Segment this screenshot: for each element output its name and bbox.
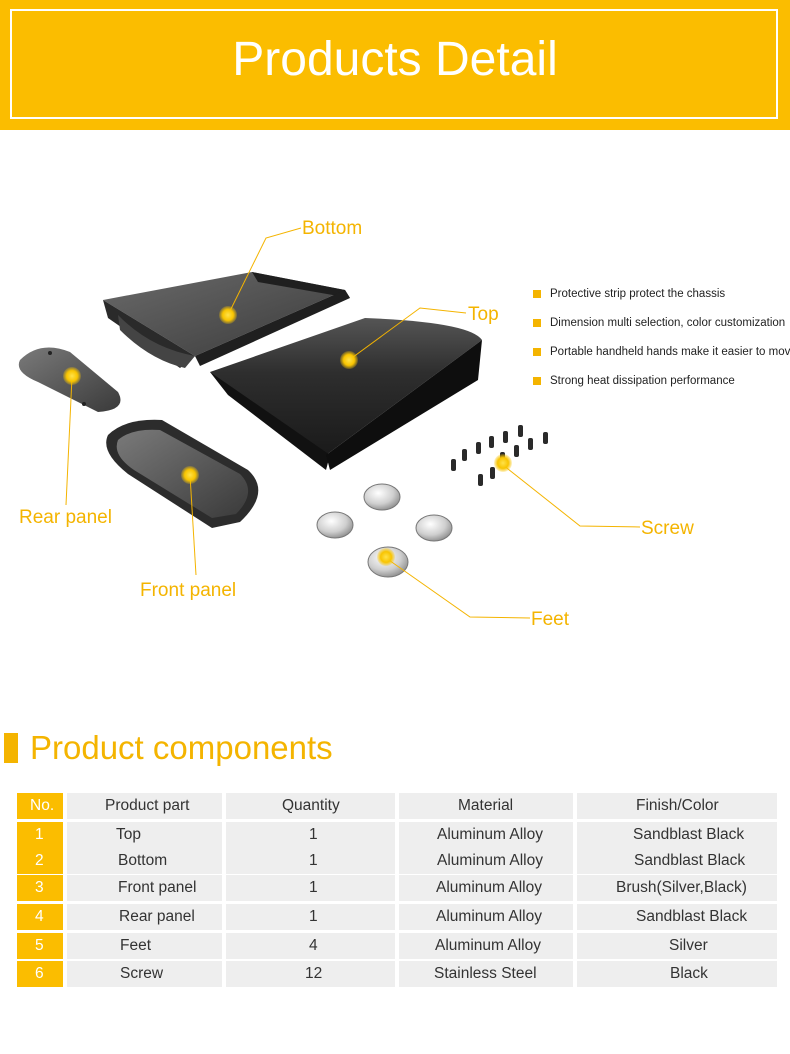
callout-rear-panel: Rear panel [19,507,112,528]
callout-bottom: Bottom [302,218,363,239]
feature-text: Strong heat dissipation performance [550,375,735,387]
table-header-row: No. Product part Quantity Material Finis… [17,793,777,819]
leader-lines [65,227,641,619]
callout-front-panel: Front panel [140,580,237,601]
quantity-cell: 1 [226,848,395,874]
hotspot-top [340,351,358,369]
part-cell: Rear panel [67,904,222,930]
exploded-diagram [18,227,641,619]
bullet-square-icon [533,377,541,385]
table-row: 5 Feet 4 Aluminum Alloy Silver [17,933,777,959]
material-cell: Aluminum Alloy [399,875,573,901]
table-row: 2 Bottom 1 Aluminum Alloy Sandblast Blac… [17,848,777,874]
part-cell: Front panel [67,875,222,901]
feature-list: Protective strip protect the chassis Dim… [533,286,790,402]
feature-item: Dimension multi selection, color customi… [533,315,790,344]
feature-item: Portable handheld hands make it easier t… [533,344,790,373]
part-cell: Screw [67,961,222,987]
quantity-cell: 1 [226,904,395,930]
bullet-square-icon [533,319,541,327]
finish-cell: Silver [577,933,777,959]
part-cell: Top [67,822,222,848]
feature-item: Strong heat dissipation performance [533,373,790,402]
table-row: 3 Front panel 1 Aluminum Alloy Brush(Sil… [17,875,777,901]
finish-cell: Sandblast Black [577,904,777,930]
table-row: 1 Top 1 Aluminum Alloy Sandblast Black [17,822,777,848]
table-row: 4 Rear panel 1 Aluminum Alloy Sandblast … [17,904,777,930]
feature-text: Portable handheld hands make it easier t… [550,346,790,358]
row-number-cell: 5 [17,933,63,959]
hotspot-screw [494,454,512,472]
top-part-graphic [210,318,482,470]
part-cell: Bottom [67,848,222,874]
row-number-cell: 4 [17,904,63,930]
part-cell: Feet [67,933,222,959]
header-banner: Products Detail [0,0,790,130]
bullet-square-icon [533,290,541,298]
header-cell: Product part [67,793,222,819]
table-row: 6 Screw 12 Stainless Steel Black [17,961,777,987]
section-accent-bar [4,733,18,763]
finish-cell: Sandblast Black [577,848,777,874]
feature-text: Protective strip protect the chassis [550,288,726,300]
material-cell: Stainless Steel [399,961,573,987]
quantity-cell: 1 [226,822,395,848]
row-number-cell: 3 [17,875,63,901]
finish-cell: Sandblast Black [577,822,777,848]
feature-text: Dimension multi selection, color customi… [550,317,786,329]
header-cell: No. [17,793,63,819]
callout-top: Top [468,304,499,325]
section-title: Product components [30,729,333,766]
row-number-cell: 1 [17,822,63,848]
material-cell: Aluminum Alloy [399,848,573,874]
finish-cell: Black [577,961,777,987]
hotspot-rear-panel [63,367,81,385]
hotspot-front-panel [181,466,199,484]
bullet-square-icon [533,348,541,356]
material-cell: Aluminum Alloy [399,904,573,930]
callout-screw: Screw [641,518,694,539]
page-title: Products Detail [232,33,558,86]
hotspot-feet [377,548,395,566]
quantity-cell: 4 [226,933,395,959]
material-cell: Aluminum Alloy [399,933,573,959]
callout-feet: Feet [531,609,570,630]
screws-graphic [451,425,548,486]
banner-frame [10,9,778,119]
row-number-cell: 2 [17,848,63,874]
hotspot-bottom [219,306,237,324]
header-cell: Material [399,793,573,819]
row-number-cell: 6 [17,961,63,987]
finish-cell: Brush(Silver,Black) [577,875,777,901]
feature-item: Protective strip protect the chassis [533,286,790,315]
material-cell: Aluminum Alloy [399,822,573,848]
quantity-cell: 1 [226,875,395,901]
quantity-cell: 12 [226,961,395,987]
header-cell: Quantity [226,793,395,819]
header-cell: Finish/Color [577,793,777,819]
